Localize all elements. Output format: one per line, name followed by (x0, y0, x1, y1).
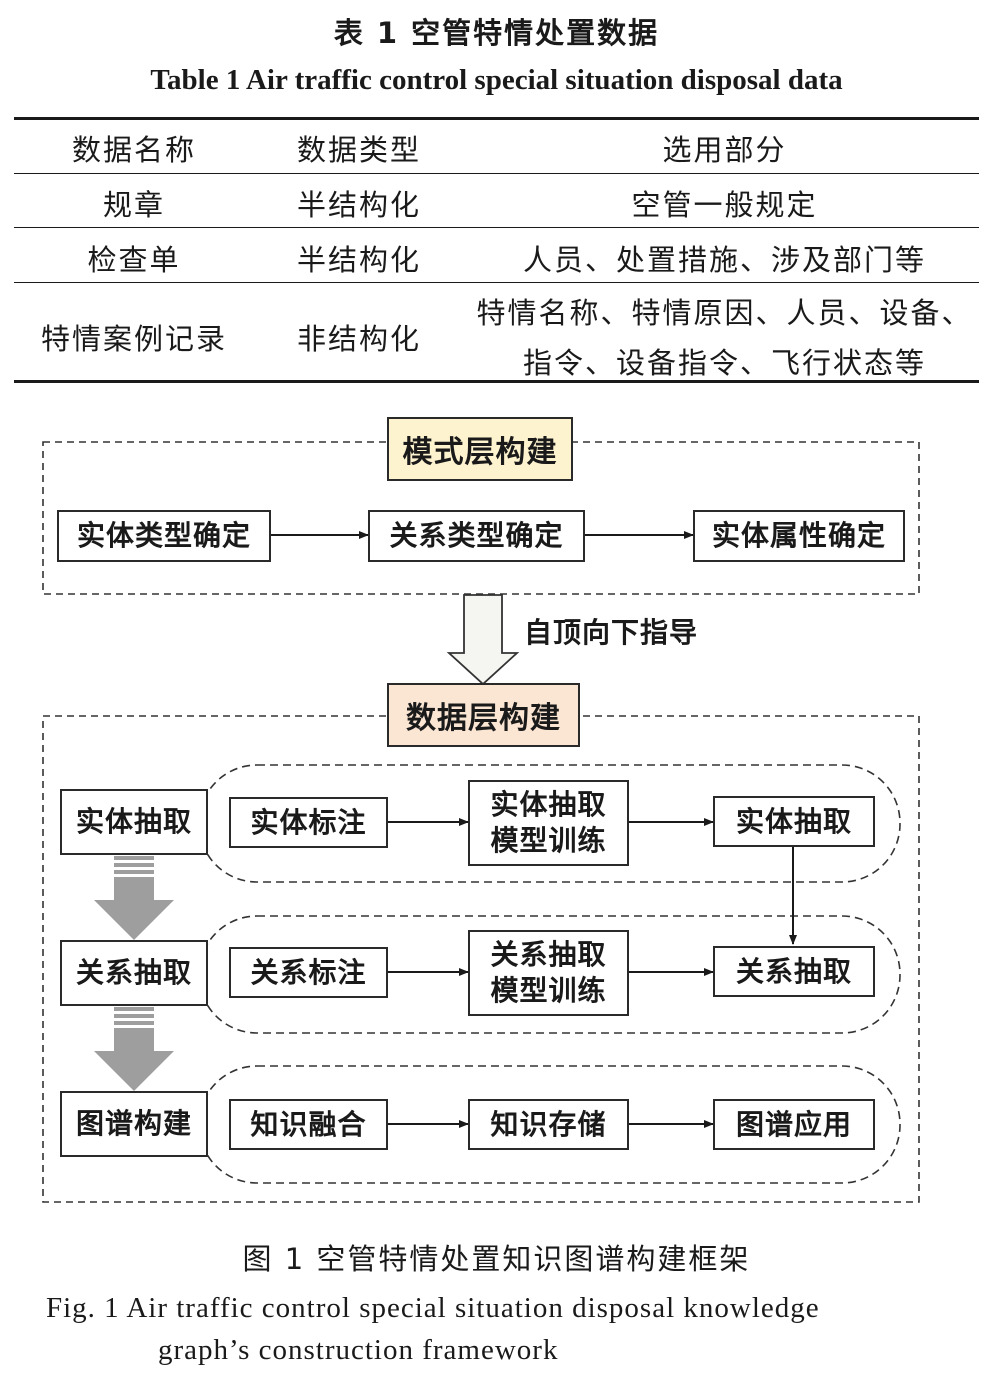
relation-type-box: 关系类型确定 (368, 510, 585, 562)
table-header-rule (14, 173, 979, 174)
guide-label: 自顶向下指导 (524, 616, 699, 649)
stage-graph-construction: 图谱构建 (60, 1091, 208, 1157)
table-top-rule (14, 117, 979, 120)
row-3-name: 特情案例记录 (40, 322, 227, 356)
row-2-type: 半结构化 (296, 243, 421, 277)
relation-annotation-box: 关系标注 (229, 947, 388, 998)
header-selected-part: 选用部分 (662, 133, 787, 167)
entity-type-box: 实体类型确定 (57, 510, 271, 562)
row-3-part-line2: 指令、设备指令、飞行状态等 (522, 346, 926, 380)
row-1-name: 规章 (102, 188, 165, 222)
row-1-part: 空管一般规定 (631, 188, 818, 222)
row-1-type: 半结构化 (296, 188, 421, 222)
relation-extraction-result-box: 关系抽取 (713, 946, 875, 997)
relation-model-training-line2: 模型训练 (490, 974, 607, 1007)
stage-arrow-1 (94, 856, 174, 940)
entity-model-training-line1: 实体抽取 (490, 788, 607, 821)
entity-model-training-line2: 模型训练 (490, 824, 607, 857)
figure-caption-cn: 图 1 空管特情处置知识图谱构建框架 (242, 1242, 751, 1276)
stage-arrow-2 (94, 1007, 174, 1091)
entity-model-training-box: 实体抽取 模型训练 (468, 780, 629, 866)
table-title-cn: 表 1 空管特情处置数据 (333, 16, 660, 50)
graph-application-box: 图谱应用 (713, 1099, 875, 1150)
knowledge-fusion-box: 知识融合 (229, 1099, 388, 1150)
row-2-part: 人员、处置措施、涉及部门等 (522, 243, 926, 277)
table-row-rule (14, 282, 979, 283)
data-layer-title: 数据层构建 (387, 683, 580, 747)
knowledge-storage-box: 知识存储 (468, 1099, 629, 1150)
relation-model-training-box: 关系抽取 模型训练 (468, 930, 629, 1016)
guide-arrow (446, 594, 520, 686)
row-3-part-line1: 特情名称、特情原因、人员、设备、 (476, 296, 973, 330)
stage-relation-extraction: 关系抽取 (60, 940, 208, 1006)
header-data-name: 数据名称 (71, 133, 196, 167)
figure-caption-en-line2: graph’s construction framework (158, 1334, 559, 1366)
stage-entity-extraction: 实体抽取 (60, 789, 208, 855)
table-title-en: Table 1 Air traffic control special situ… (150, 64, 843, 96)
schema-layer-title: 模式层构建 (387, 417, 573, 481)
entity-annotation-box: 实体标注 (229, 797, 388, 848)
entity-attribute-box: 实体属性确定 (693, 510, 905, 562)
header-data-type: 数据类型 (296, 133, 421, 167)
row-2-name: 检查单 (87, 243, 181, 277)
row-3-type: 非结构化 (296, 322, 421, 356)
table-bottom-rule (14, 380, 979, 383)
figure-caption-en-line1: Fig. 1 Air traffic control special situa… (46, 1292, 820, 1324)
entity-extraction-result-box: 实体抽取 (713, 796, 875, 847)
relation-model-training-line1: 关系抽取 (490, 938, 607, 971)
table-row-rule (14, 227, 979, 228)
